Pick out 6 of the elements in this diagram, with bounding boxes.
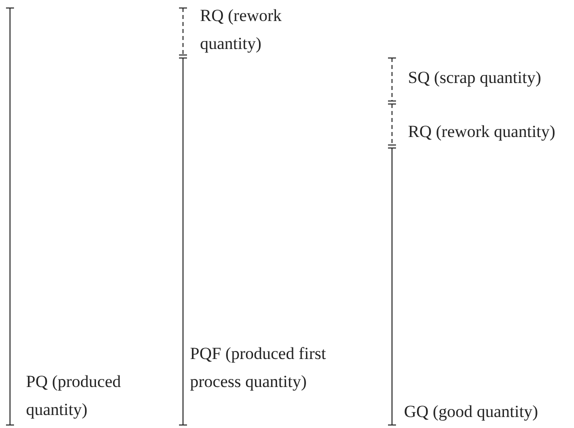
quantity-label: PQ (produced quantity) [26,371,122,421]
quantity-label: PQF (produced first process quantity) [190,343,327,393]
quantity-label: RQ (rework quantity) [408,121,556,143]
quantity-label: RQ (rework quantity) [200,5,283,55]
quantity-label: GQ (good quantity) [404,401,540,423]
quantity-label: SQ (scrap quantity) [408,67,542,89]
